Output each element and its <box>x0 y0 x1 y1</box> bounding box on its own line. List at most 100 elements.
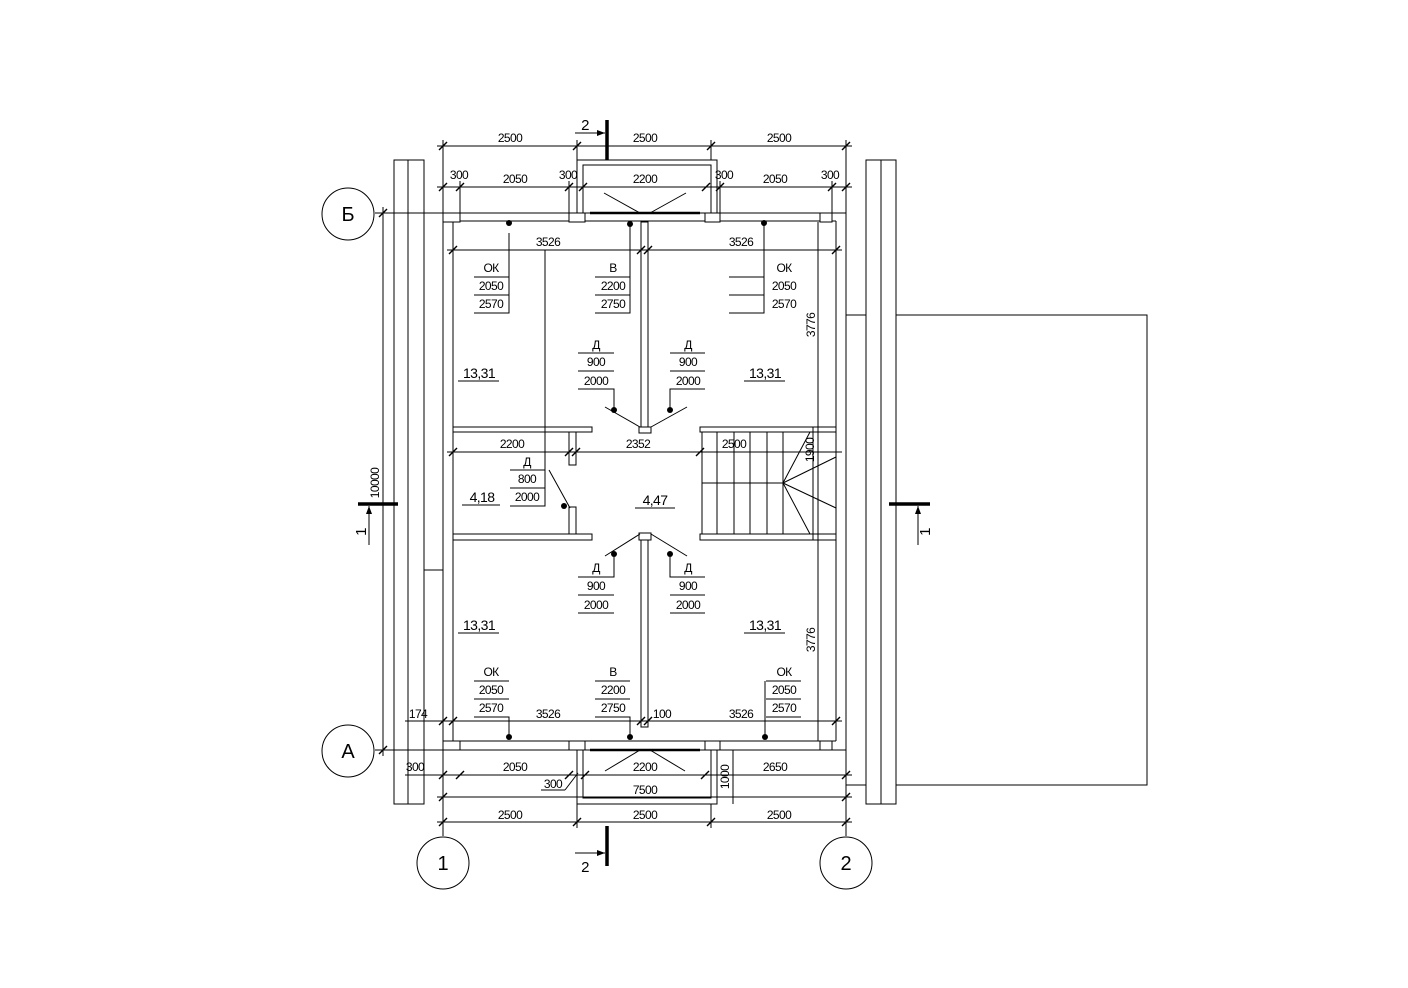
tag-height: 2000 <box>584 598 609 612</box>
dim-label: 2050 <box>503 760 528 774</box>
tag-width: 2050 <box>479 279 504 293</box>
section-label: 1 <box>917 528 934 536</box>
dim-label: 3526 <box>536 707 561 721</box>
door-tag-bottom-left: Д 900 2000 <box>584 561 610 612</box>
dim-label: 300 <box>406 760 425 774</box>
window-tag-bottom-left: ОК 2050 2570 <box>479 665 505 715</box>
tag-width: 2050 <box>772 683 797 697</box>
axis-bubble-2: 2 <box>819 836 873 890</box>
window-tag-top-left: ОК 2050 2570 <box>479 261 505 311</box>
tag-type: Д <box>523 455 531 469</box>
section-label: 2 <box>581 117 589 134</box>
section-markers <box>358 120 930 866</box>
axis-bubble-b: Б <box>321 187 375 241</box>
dim-label: 2200 <box>633 760 658 774</box>
dim-label: 1000 <box>718 764 732 789</box>
window-tag-top-center: В 2200 2750 <box>601 261 627 311</box>
door-tag-top-left: Д 900 2000 <box>584 338 610 388</box>
tag-width: 2050 <box>772 279 797 293</box>
tag-type: ОК <box>776 261 792 275</box>
axis-label: 1 <box>437 853 448 875</box>
dim-label: 2500 <box>498 808 523 822</box>
dim-label: 2650 <box>763 760 788 774</box>
dim-label: 2050 <box>763 172 788 186</box>
tag-width: 2200 <box>601 683 626 697</box>
dimension-labels: 2500 2500 2500 300 2050 300 2200 300 205… <box>368 131 841 822</box>
tag-width: 900 <box>587 355 606 369</box>
dim-label: 2500 <box>767 131 792 145</box>
window-tag-top-right: ОК 2050 2570 <box>772 261 798 311</box>
tag-width: 900 <box>679 355 698 369</box>
right-wall-strip <box>845 159 897 805</box>
door-tag-bathroom: Д 800 2000 <box>515 455 541 504</box>
dim-label: 2050 <box>503 172 528 186</box>
axis-label: 2 <box>840 853 851 875</box>
dim-label: 300 <box>715 168 734 182</box>
axis-label: Б <box>341 204 354 226</box>
dim-label: 3526 <box>729 707 754 721</box>
tag-height: 2570 <box>772 297 797 311</box>
tag-height: 2000 <box>584 374 609 388</box>
axis-bubble-a: А <box>321 724 375 778</box>
tag-width: 2050 <box>479 683 504 697</box>
area-label: 4,18 <box>470 489 496 505</box>
dim-label: 2500 <box>498 131 523 145</box>
door-tag-bottom-right: Д 900 2000 <box>676 561 702 612</box>
left-wall-strip <box>393 159 443 805</box>
tag-type: ОК <box>776 665 792 679</box>
tag-height: 2750 <box>601 297 626 311</box>
tag-height: 2750 <box>601 701 626 715</box>
dim-label: 300 <box>559 168 578 182</box>
dim-label: 3526 <box>536 235 561 249</box>
area-label: 13,31 <box>749 365 782 381</box>
dim-label: 2500 <box>722 437 747 451</box>
tag-type: ОК <box>483 665 499 679</box>
dim-label: 300 <box>544 777 563 791</box>
tag-height: 2000 <box>676 374 701 388</box>
dim-label: 300 <box>821 168 840 182</box>
room-areas: 13,31 13,31 4,18 4,47 13,31 13,31 <box>463 365 782 633</box>
tag-width: 900 <box>587 579 606 593</box>
tag-type: В <box>609 261 617 275</box>
dim-label: 100 <box>653 707 672 721</box>
section-label: 2 <box>581 859 589 876</box>
tag-height: 2570 <box>479 297 504 311</box>
tag-height: 2000 <box>676 598 701 612</box>
tag-leaders <box>458 220 801 740</box>
tag-height: 2000 <box>515 490 540 504</box>
dim-label: 3526 <box>729 235 754 249</box>
staircase <box>701 431 837 535</box>
tag-type: В <box>609 665 617 679</box>
tag-type: Д <box>592 561 600 575</box>
tag-height: 2570 <box>479 701 504 715</box>
tag-width: 800 <box>518 472 537 486</box>
window-tag-bottom-right: ОК 2050 2570 <box>772 665 798 715</box>
interior-partitions <box>452 221 837 728</box>
dimension-lines <box>375 140 852 836</box>
dim-label: 300 <box>450 168 469 182</box>
axis-label: А <box>341 741 355 763</box>
tag-height: 2570 <box>772 701 797 715</box>
door-tag-top-right: Д 900 2000 <box>676 338 702 388</box>
tag-width: 900 <box>679 579 698 593</box>
area-label: 13,31 <box>463 617 496 633</box>
dim-label: 2500 <box>633 808 658 822</box>
tag-type: Д <box>592 338 600 352</box>
tag-type: Д <box>684 561 692 575</box>
dim-label: 3776 <box>804 627 818 652</box>
door-swings <box>548 406 688 557</box>
dim-label: 2352 <box>626 437 651 451</box>
dim-label: 3776 <box>804 312 818 337</box>
area-label: 4,47 <box>643 492 669 508</box>
tag-width: 2200 <box>601 279 626 293</box>
window-tag-bottom-center: В 2200 2750 <box>601 665 627 715</box>
dim-label: 10000 <box>368 467 382 498</box>
dim-label: 1900 <box>803 437 817 462</box>
dim-label: 2500 <box>767 808 792 822</box>
dim-label: 7500 <box>633 783 658 797</box>
terrace-outline <box>895 314 1148 786</box>
axis-bubble-1: 1 <box>416 836 470 890</box>
tag-type: ОК <box>483 261 499 275</box>
dim-label: 2500 <box>633 131 658 145</box>
